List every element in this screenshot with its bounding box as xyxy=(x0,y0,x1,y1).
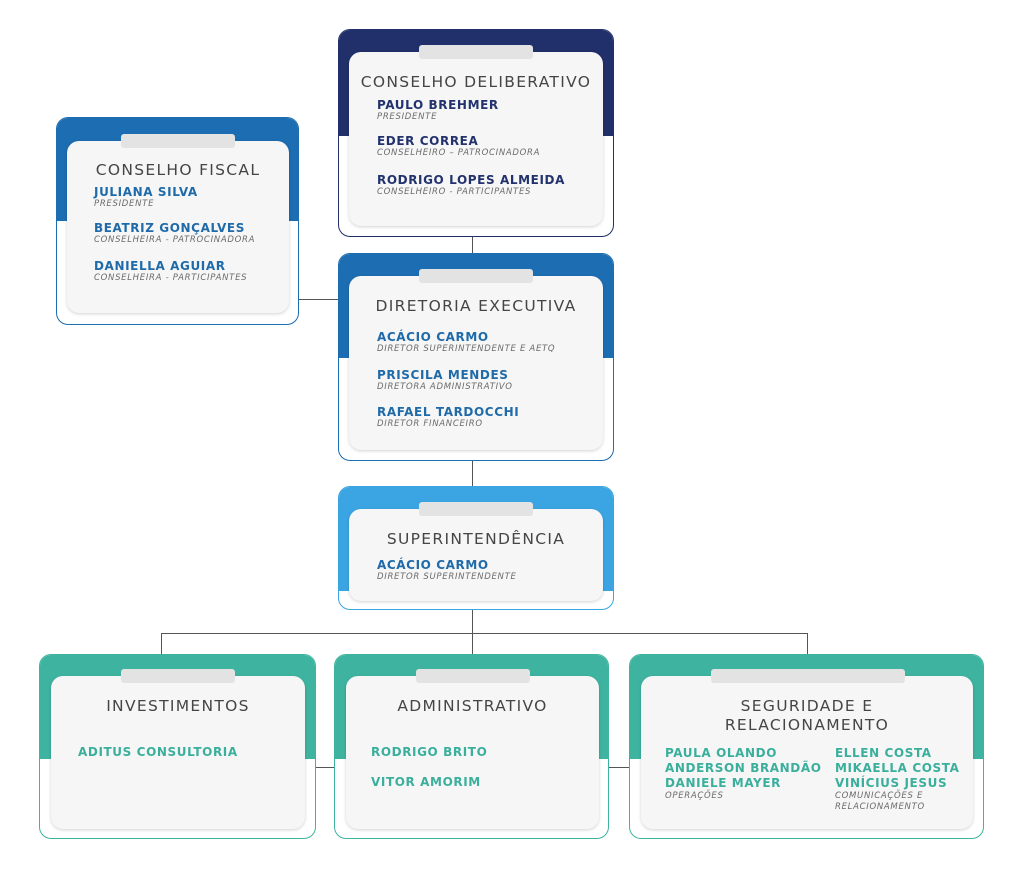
conselho-fiscal-card: CONSELHO FISCAL JULIANA SILVA PRESIDENTE… xyxy=(56,117,299,325)
member-role: CONSELHEIRA - PATROCINADORA xyxy=(94,235,256,245)
member-role: DIRETOR SUPERINTENDENTE xyxy=(377,572,517,582)
member-name: DANIELE MAYER xyxy=(665,776,781,790)
card-panel: ADMINISTRATIVO RODRIGO BRITO VITOR AMORI… xyxy=(346,669,599,829)
member-entry: PRISCILA MENDES DIRETORA ADMINISTRATIVO xyxy=(377,368,513,393)
administrativo-card: ADMINISTRATIVO RODRIGO BRITO VITOR AMORI… xyxy=(334,654,609,839)
card-tab xyxy=(416,669,530,683)
member-name: MIKAELLA COSTA xyxy=(835,761,960,775)
member-name: RAFAEL TARDOCCHI xyxy=(377,405,520,419)
connector-branch-investimentos xyxy=(161,633,162,655)
box-title: DIRETORIA EXECUTIVA xyxy=(375,297,577,315)
superintendencia-card: SUPERINTENDÊNCIA ACÁCIO CARMO DIRETOR SU… xyxy=(338,486,614,610)
member-name: ACÁCIO CARMO xyxy=(377,330,489,344)
member-group-comunicacoes: ELLEN COSTA MIKAELLA COSTA VINÍCIUS JESU… xyxy=(835,746,960,813)
member-entry: VITOR AMORIM xyxy=(371,775,481,789)
member-role: OPERAÇÕES xyxy=(665,791,724,801)
member-name: ADITUS CONSULTORIA xyxy=(78,745,238,759)
member-name: VINÍCIUS JESUS xyxy=(835,776,948,790)
card-tab xyxy=(711,669,905,683)
connector-branch-administrativo xyxy=(472,633,473,655)
card-tab xyxy=(121,669,235,683)
member-name: BEATRIZ GONÇALVES xyxy=(94,221,245,235)
box-title: CONSELHO FISCAL xyxy=(95,161,261,179)
member-group-operacoes: PAULA OLANDO ANDERSON BRANDÃO DANIELE MA… xyxy=(665,746,822,802)
member-role: CONSELHEIRO - PARTICIPANTES xyxy=(377,187,532,197)
connector-superintendencia-trunk xyxy=(472,609,473,633)
box-title: SUPERINTENDÊNCIA xyxy=(386,530,566,548)
box-title: INVESTIMENTOS xyxy=(106,697,250,715)
conselho-deliberativo-card: CONSELHO DELIBERATIVO PAULO BREHMER PRES… xyxy=(338,29,614,237)
member-name: ANDERSON BRANDÃO xyxy=(665,761,822,775)
member-entry: RODRIGO BRITO xyxy=(371,745,487,759)
member-entry: RODRIGO LOPES ALMEIDA CONSELHEIRO - PART… xyxy=(377,173,565,198)
diretoria-executiva-card: DIRETORIA EXECUTIVA ACÁCIO CARMO DIRETOR… xyxy=(338,253,614,461)
member-name: EDER CORREA xyxy=(377,134,479,148)
box-title-line-2: RELACIONAMENTO xyxy=(724,716,890,734)
member-name: VITOR AMORIM xyxy=(371,775,481,789)
member-name: PAULA OLANDO xyxy=(665,746,778,760)
member-entry: ADITUS CONSULTORIA xyxy=(78,745,238,759)
member-name: ACÁCIO CARMO xyxy=(377,558,489,572)
member-name: DANIELLA AGUIAR xyxy=(94,259,226,273)
card-panel: INVESTIMENTOS ADITUS CONSULTORIA xyxy=(51,669,305,829)
member-name: ELLEN COSTA xyxy=(835,746,932,760)
member-role: DIRETOR FINANCEIRO xyxy=(377,419,483,429)
connector-deliberativo-diretoria xyxy=(472,236,473,255)
member-entry: EDER CORREA CONSELHEIRO – PATROCINADORA xyxy=(377,134,540,159)
member-entry: ACÁCIO CARMO DIRETOR SUPERINTENDENTE xyxy=(377,558,517,583)
member-role: DIRETORA ADMINISTRATIVO xyxy=(377,382,513,392)
member-role: CONSELHEIRA - PARTICIPANTES xyxy=(94,273,248,283)
member-role: CONSELHEIRO – PATROCINADORA xyxy=(377,148,541,158)
member-entry: PAULO BREHMER PRESIDENTE xyxy=(377,98,499,123)
member-entry: JULIANA SILVA PRESIDENTE xyxy=(94,185,198,210)
member-role: COMUNICAÇÕES E xyxy=(835,791,924,801)
member-name: RODRIGO LOPES ALMEIDA xyxy=(377,173,565,187)
member-name: PAULO BREHMER xyxy=(377,98,499,112)
connector-administrativo-seguridade xyxy=(608,767,631,768)
card-panel: SEGURIDADE E RELACIONAMENTO PAULA OLANDO… xyxy=(641,669,973,829)
seguridade-relacionamento-card: SEGURIDADE E RELACIONAMENTO PAULA OLANDO… xyxy=(629,654,984,839)
member-entry: RAFAEL TARDOCCHI DIRETOR FINANCEIRO xyxy=(377,405,519,430)
member-role: PRESIDENTE xyxy=(377,112,438,122)
member-entry: ACÁCIO CARMO DIRETOR SUPERINTENDENTE E A… xyxy=(377,330,555,355)
member-role: RELACIONAMENTO xyxy=(835,802,925,812)
connector-investimentos-administrativo xyxy=(316,767,336,768)
box-title-line-1: SEGURIDADE E xyxy=(740,697,874,715)
connector-branch-seguridade xyxy=(807,633,808,655)
box-title: CONSELHO DELIBERATIVO xyxy=(360,73,592,91)
box-title: ADMINISTRATIVO xyxy=(397,697,548,715)
card-panel: SUPERINTENDÊNCIA ACÁCIO CARMO DIRETOR SU… xyxy=(349,502,603,601)
connector-fiscal-diretoria xyxy=(298,299,340,300)
member-role: PRESIDENTE xyxy=(94,199,155,209)
card-tab xyxy=(419,45,533,59)
member-name: PRISCILA MENDES xyxy=(377,368,509,382)
connector-diretoria-superintendencia xyxy=(472,460,473,487)
member-role: DIRETOR SUPERINTENDENTE E AETQ xyxy=(377,344,556,354)
connector-branch-horizontal xyxy=(161,633,808,634)
card-tab xyxy=(419,502,533,516)
member-entry: BEATRIZ GONÇALVES CONSELHEIRA - PATROCIN… xyxy=(94,221,255,246)
card-tab xyxy=(419,269,533,283)
member-entry: DANIELLA AGUIAR CONSELHEIRA - PARTICIPAN… xyxy=(94,259,247,284)
member-name: RODRIGO BRITO xyxy=(371,745,488,759)
card-panel: CONSELHO FISCAL JULIANA SILVA PRESIDENTE… xyxy=(67,134,289,313)
card-panel: CONSELHO DELIBERATIVO PAULO BREHMER PRES… xyxy=(349,45,603,226)
card-tab xyxy=(121,134,235,148)
member-name: JULIANA SILVA xyxy=(94,185,198,199)
investimentos-card: INVESTIMENTOS ADITUS CONSULTORIA xyxy=(39,654,316,839)
card-panel: DIRETORIA EXECUTIVA ACÁCIO CARMO DIRETOR… xyxy=(349,269,603,450)
